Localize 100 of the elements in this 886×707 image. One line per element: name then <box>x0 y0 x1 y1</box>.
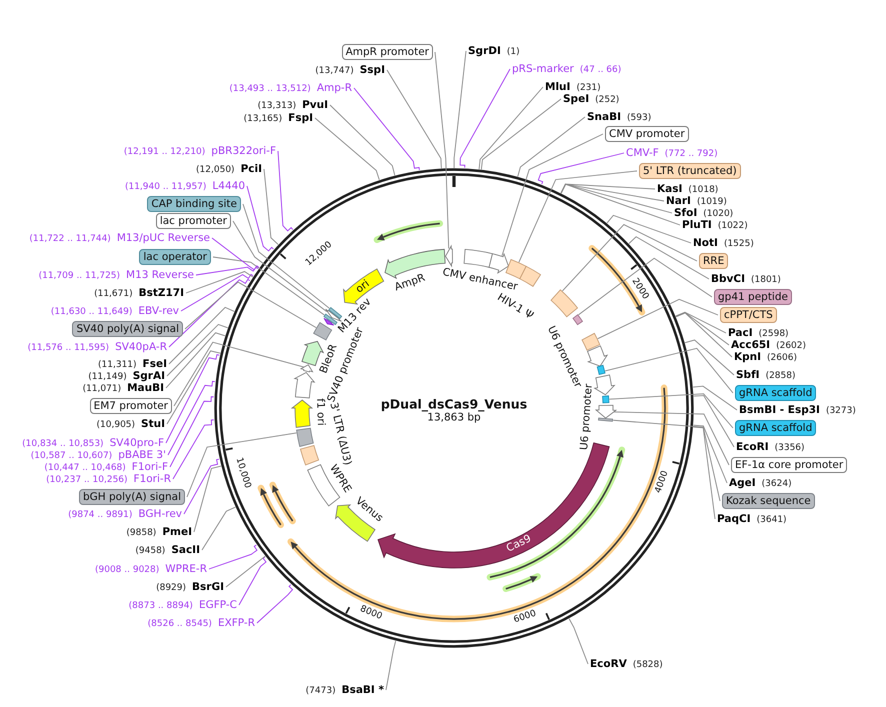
enzyme-name: PacI <box>728 326 753 340</box>
leader-line <box>693 395 734 448</box>
leader-line <box>184 282 317 330</box>
enzyme-name: FspI <box>288 111 313 125</box>
primer-name: M13/pUC Reverse <box>116 231 210 245</box>
leader-line <box>180 274 254 312</box>
primer-name: pBABE 3' <box>118 448 166 462</box>
primer-location: (9008 .. 9028) <box>94 564 160 577</box>
feature-label: gRNA scaffold <box>735 385 816 401</box>
leader-line <box>242 204 330 309</box>
feature-label: EF-1α core promoter <box>731 457 848 473</box>
leader-line <box>194 466 222 532</box>
leader-line <box>354 88 420 170</box>
leader-line <box>578 258 712 316</box>
leader-line <box>628 236 710 280</box>
cut-site-position: (3356) <box>774 442 805 455</box>
feature-name: f1 ori <box>313 398 327 426</box>
leader-line <box>174 342 304 406</box>
leader-line <box>434 52 450 249</box>
cut-site-position: (1022) <box>718 220 748 233</box>
leader-line <box>560 184 664 202</box>
primer-name: EXFP-R <box>218 616 255 630</box>
feature-label: gp41 peptide <box>714 289 792 305</box>
leader-line <box>612 420 720 502</box>
leader-line <box>684 340 734 376</box>
feature-label: SV40 poly(A) signal <box>72 321 183 337</box>
cut-site-position: (5828) <box>632 659 663 672</box>
leader-line <box>562 224 698 292</box>
cut-site-position: (2598) <box>758 328 789 340</box>
primer-location: (10,834 .. 10,853) <box>22 438 104 451</box>
leader-line <box>478 86 544 170</box>
leader-line <box>196 266 258 276</box>
cut-site-position: (2858) <box>766 370 796 383</box>
leader-line <box>517 116 586 178</box>
leader-line <box>172 419 214 480</box>
cut-site-position: (1018) <box>688 184 718 196</box>
leader-line <box>608 393 734 428</box>
cut-site-position: (1020) <box>703 208 734 220</box>
leader-line <box>314 118 380 180</box>
leader-line <box>166 350 221 424</box>
cut-site-position: (11,311) <box>98 359 137 371</box>
enzyme-name: BstZ17I <box>138 286 184 300</box>
leader-line <box>538 152 624 185</box>
leader-line <box>460 68 510 168</box>
leader-line <box>386 640 396 690</box>
cut-site-position: (1019) <box>696 196 727 209</box>
primer-location: (8873 .. 8894) <box>128 600 193 613</box>
enzyme-name: MauBI <box>127 382 164 395</box>
leader-line <box>208 544 258 570</box>
leader-line <box>256 584 294 624</box>
enzyme-name: PluTI <box>682 218 712 232</box>
leader-line <box>386 70 442 169</box>
leader-line <box>330 104 396 176</box>
leader-line <box>480 98 562 170</box>
enzyme-name: SgrAI <box>132 369 165 383</box>
enzyme-name: KpnI <box>734 350 762 364</box>
cut-site-position: (10,905) <box>96 419 136 432</box>
enzyme-name: KasI <box>657 182 682 196</box>
cut-site-position: (593) <box>627 112 652 125</box>
enzyme-name: NotI <box>693 236 718 250</box>
enzyme-name: SfoI <box>674 206 698 220</box>
leader-line <box>560 184 672 214</box>
feature-label: CMV promoter <box>605 126 689 142</box>
enzyme-name: EcoRI <box>736 440 769 454</box>
leader-line <box>692 424 728 484</box>
feature-name: AmpR <box>393 272 428 295</box>
enzyme-name: SgrDI <box>468 44 501 58</box>
enzyme-name: StuI <box>141 417 165 431</box>
leader-line <box>238 556 267 606</box>
cut-site-position: (3273) <box>826 405 856 418</box>
leader-line <box>166 332 226 388</box>
feature-name: CMV enhancer <box>441 266 519 293</box>
leader-line <box>597 298 718 340</box>
primer-name: EBV-rev <box>138 304 179 318</box>
primer-location: (47 .. 66) <box>580 64 622 77</box>
enzyme-name: SacII <box>171 543 200 557</box>
enzyme-name: SpeI <box>563 92 590 106</box>
enzyme-name: BbvCI <box>711 272 745 286</box>
plasmid-name: pDual_dsCas9_Venus <box>380 398 528 410</box>
enzyme-name: Acc65I <box>731 338 770 352</box>
cut-site-position: (12,050) <box>196 164 235 177</box>
leader-line <box>692 386 738 410</box>
leader-line <box>186 432 297 498</box>
feature-label: EM7 promoter <box>90 398 172 414</box>
cut-site-position: (3641) <box>756 514 787 527</box>
primer-location: (10,447 .. 10,468) <box>44 462 126 475</box>
leader-line <box>226 556 266 588</box>
primer-name: CMV-F <box>626 146 659 160</box>
feature-label: RRE <box>699 253 728 269</box>
primer-location: (13,493 .. 13,512) <box>229 83 311 96</box>
cut-site-position: (252) <box>595 94 620 107</box>
primer-name: WPRE-R <box>165 562 207 576</box>
primer-name: SV40pro-F <box>110 436 164 450</box>
leader-line <box>568 618 588 664</box>
tick-label: 4000 <box>654 469 671 494</box>
primer-name: Amp-R <box>316 81 352 95</box>
cut-site-position: (8929) <box>156 582 186 595</box>
cut-site-position: (231) <box>576 82 601 94</box>
primer-location: (8526 .. 8545) <box>148 618 212 631</box>
feature-label: AmpR promoter <box>342 44 433 60</box>
